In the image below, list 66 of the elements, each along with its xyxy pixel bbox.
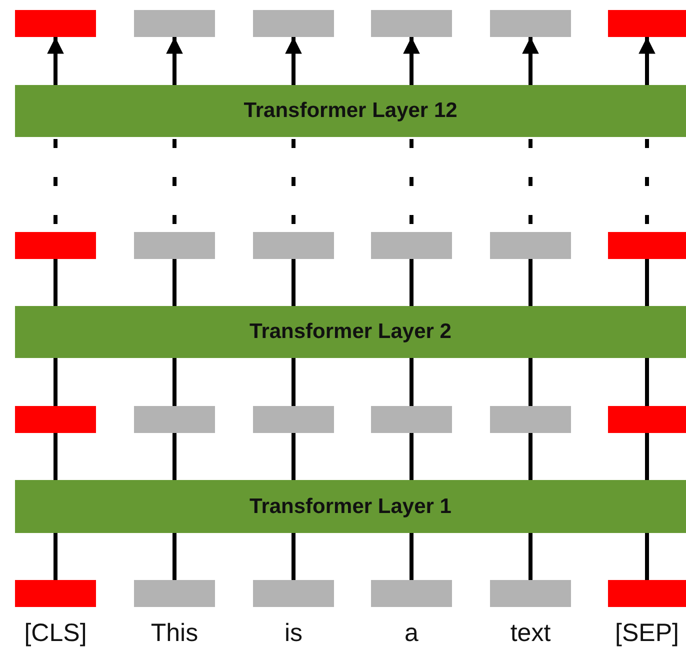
token-bar	[134, 580, 215, 607]
token-bar	[608, 232, 686, 259]
connector-line	[645, 259, 649, 306]
token-bar	[371, 10, 452, 37]
token-bar	[15, 10, 96, 37]
connector-line	[54, 358, 58, 406]
token-word: text	[510, 619, 551, 648]
connector-line	[410, 533, 414, 580]
connector-line	[292, 358, 296, 406]
token-bar	[134, 406, 215, 433]
token-bar	[490, 232, 571, 259]
connector-line	[54, 259, 58, 306]
token-bar	[15, 580, 96, 607]
connector-line	[645, 433, 649, 480]
token-bar	[15, 406, 96, 433]
connector-line	[54, 533, 58, 580]
token-bar	[134, 232, 215, 259]
connector-line	[292, 533, 296, 580]
token-bar	[371, 580, 452, 607]
connector-line	[410, 433, 414, 480]
connector-line	[528, 259, 532, 306]
token-bar	[253, 580, 334, 607]
layer-band	[15, 480, 686, 533]
connector-line	[528, 358, 532, 406]
token-bar	[253, 406, 334, 433]
token-word: a	[404, 619, 418, 648]
token-bar	[608, 580, 686, 607]
layer-title: Transformer Layer 1	[250, 494, 452, 518]
connector-line	[645, 533, 649, 580]
arrow	[403, 37, 420, 85]
connector-line	[528, 433, 532, 480]
connector-line	[172, 433, 176, 480]
token-bar	[253, 232, 334, 259]
connector-line	[410, 358, 414, 406]
arrow	[166, 37, 183, 85]
connector-line	[528, 533, 532, 580]
connector-line	[172, 533, 176, 580]
layer-band	[15, 306, 686, 358]
token-bar	[371, 232, 452, 259]
token-word: This	[150, 619, 198, 648]
token-bar	[371, 406, 452, 433]
arrow	[522, 37, 539, 85]
connector-line	[54, 433, 58, 480]
token-bar	[608, 10, 686, 37]
token-bar	[253, 10, 334, 37]
arrow	[638, 37, 656, 85]
token-bar	[15, 232, 96, 259]
connector-line	[172, 358, 176, 406]
token-bar	[608, 406, 686, 433]
arrow	[285, 37, 302, 85]
connector-line	[645, 358, 649, 406]
token-bar	[490, 10, 571, 37]
connector-line	[292, 433, 296, 480]
token-word: is	[284, 619, 303, 648]
layer-title: Transformer Layer 12	[244, 99, 458, 123]
layer-title: Transformer Layer 2	[250, 320, 452, 344]
token-bar	[490, 580, 571, 607]
layer-band	[15, 85, 686, 137]
token-word: [CLS]	[24, 619, 87, 648]
connector-line	[292, 259, 296, 306]
arrow	[47, 37, 64, 85]
token-word: [SEP]	[615, 619, 679, 648]
connector-line	[410, 259, 414, 306]
connector-line	[172, 259, 176, 306]
token-bar	[134, 10, 215, 37]
token-bar	[490, 406, 571, 433]
